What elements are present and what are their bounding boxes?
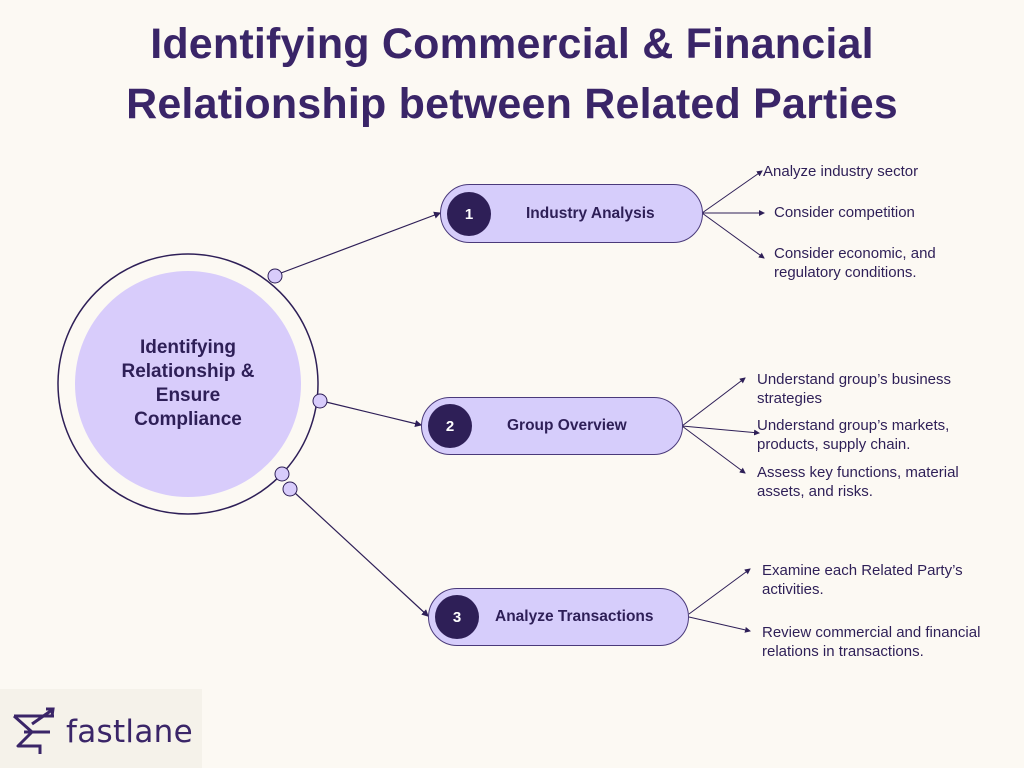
connector-node-2: [312, 393, 328, 409]
leaf-text-line: assets, and risks.: [757, 483, 873, 500]
logo-text: fastlane: [66, 714, 193, 750]
branch-3-2: [688, 616, 751, 633]
leaf-text-line: Analyze industry sector: [763, 163, 919, 180]
center-label-line-2: Relationship &: [121, 361, 255, 382]
leaf-item-2-3: Assess key functions, material assets, a…: [757, 463, 959, 501]
logo-area: [0, 689, 202, 768]
step-number-badge: 1: [447, 192, 491, 236]
fastlane-logo-icon: [13, 707, 55, 754]
connector-node-3a: [274, 466, 290, 482]
leaf-item-3-1: Examine each Related Party’s activities.: [762, 561, 963, 599]
branch-2-3: [681, 425, 746, 474]
connector-center-to-step-2: [325, 401, 423, 428]
connector-node-1: [267, 268, 283, 284]
leaf-text-line: Consider competition: [774, 204, 915, 221]
leaf-text-line: Consider economic, and: [774, 245, 936, 262]
leaf-text-line: Review commercial and financial: [762, 624, 981, 641]
connector-center-to-step-1: [280, 211, 442, 274]
branch-1-3: [701, 212, 765, 259]
step-analyze-transactions: 3 Analyze Transactions: [428, 588, 689, 646]
leaf-text-line: regulatory conditions.: [774, 264, 917, 281]
branch-1-1: [701, 170, 763, 214]
title-line-1: Identifying Commercial & Financial: [150, 20, 874, 68]
center-label-line-1: Identifying: [139, 337, 237, 358]
branch-2-1: [681, 377, 746, 427]
step-label: Analyze Transactions: [495, 608, 654, 625]
diagram-title: Identifying Commercial & Financial Relat…: [0, 14, 1024, 134]
title-line-2: Relationship between Related Parties: [126, 80, 898, 128]
connector-center-to-step-3: [294, 492, 429, 617]
center-label-line-4: Compliance: [134, 409, 242, 430]
leaf-text-line: activities.: [762, 581, 824, 598]
leaf-text-line: Understand group’s business: [757, 371, 952, 388]
leaf-text-line: Examine each Related Party’s: [762, 562, 963, 579]
step-label: Industry Analysis: [526, 204, 655, 222]
leaf-item-1-1: Analyze industry sector: [763, 162, 918, 181]
leaf-text-line: Assess key functions, material: [757, 464, 959, 481]
leaf-item-1-3: Consider economic, and regulatory condit…: [774, 244, 936, 282]
step-group-overview: 2 Group Overview: [421, 397, 683, 455]
step-number-badge: 2: [428, 404, 472, 448]
leaf-item-3-2: Review commercial and financial relation…: [762, 623, 980, 661]
leaf-text-line: Understand group’s markets,: [757, 417, 950, 434]
center-label-line-3: Ensure: [155, 385, 221, 406]
step-industry-analysis: 1 Industry Analysis: [440, 184, 703, 243]
center-label: Identifying Relationship & Ensure Compli…: [104, 336, 272, 432]
leaf-text-line: relations in transactions.: [762, 643, 924, 660]
leaf-item-1-2: Consider competition: [774, 203, 915, 222]
branch-2-2: [681, 425, 760, 436]
leaf-text-line: strategies: [757, 390, 823, 407]
step-number-badge: 3: [435, 595, 479, 639]
leaf-item-2-2: Understand group’s markets, products, su…: [757, 416, 949, 454]
center-circle: [75, 271, 301, 497]
step-label: Group Overview: [507, 417, 627, 434]
branch-3-1: [688, 568, 751, 615]
connector-node-3b: [282, 481, 298, 497]
leaf-text-line: products, supply chain.: [757, 436, 911, 453]
leaf-item-2-1: Understand group’s business strategies: [757, 370, 951, 408]
